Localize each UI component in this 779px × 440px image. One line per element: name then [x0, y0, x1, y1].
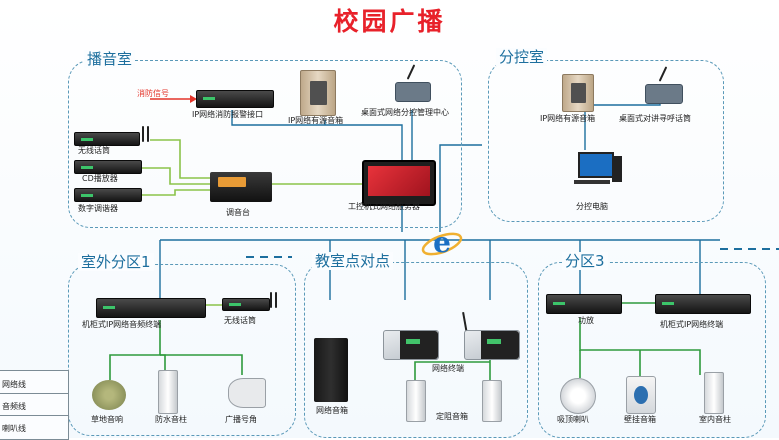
outdoor-terminal-label: 机柜式IP网络音频终端 — [82, 320, 162, 329]
network-terminal-label: 网络终端 — [432, 364, 464, 373]
waterproof-column-device — [158, 370, 178, 414]
cd-player-device — [74, 160, 142, 174]
server-device — [362, 160, 436, 206]
horn-speaker-device — [228, 378, 266, 408]
desk-mic-device — [395, 82, 431, 102]
network-speaker-device — [314, 338, 348, 402]
mixer-label: 调音台 — [226, 208, 250, 217]
speaker-line — [160, 354, 243, 375]
ceiling-speaker-device — [560, 378, 596, 414]
zone-sub-control — [488, 60, 724, 222]
zone3-terminal-device — [655, 294, 751, 314]
tuner-device — [74, 188, 142, 202]
classroom-terminal-2 — [464, 330, 520, 360]
speaker-line — [109, 320, 161, 380]
page-title: 校园广播 — [333, 7, 446, 36]
audio-lines — [140, 139, 362, 306]
legend-item: 网络线 — [2, 380, 26, 389]
legend-item: 喇叭线 — [2, 424, 26, 433]
outdoor-terminal-device — [96, 298, 206, 318]
mixer-device — [210, 172, 272, 202]
fire-signal-arrowhead — [190, 95, 197, 103]
waterproof-column-label: 防水音柱 — [155, 415, 187, 424]
wall-speaker-label: 壁挂音箱 — [624, 415, 656, 424]
svg-text:e: e — [433, 226, 451, 259]
legend-item: 音频线 — [2, 402, 26, 411]
zone-outdoor — [68, 264, 296, 436]
zone3-terminal-label: 机柜式IP网络终端 — [660, 320, 724, 329]
zone-3-title: 分区3 — [562, 252, 608, 270]
sub-speaker-label: IP网络有源音箱 — [540, 114, 596, 123]
wireless-mic-1 — [142, 126, 144, 142]
audio-line — [150, 139, 210, 179]
lawn-speaker-label: 草地音响 — [91, 415, 123, 424]
zone-broadcast-room — [68, 60, 462, 228]
wireless-mic-receiver — [74, 132, 140, 146]
fire-interface-label: IP网络消防报警接口 — [192, 110, 264, 119]
amplifier-device — [546, 294, 622, 314]
sub-pc-device — [568, 152, 628, 188]
wireless-mic-label: 无线话筒 — [78, 146, 110, 155]
outdoor-wireless-mic-1 — [270, 292, 272, 308]
decor-dash-left — [246, 256, 292, 258]
active-speaker-device — [300, 70, 336, 116]
speaker-lines — [109, 302, 701, 380]
speaker-line — [414, 361, 490, 380]
outdoor-wireless-mic-2 — [275, 292, 277, 308]
fixed-impedance-label: 定阻音箱 — [436, 412, 468, 421]
fire-interface-device — [196, 90, 274, 108]
fire-signal-label: 消防信号 — [137, 89, 169, 98]
zone-sub-control-title: 分控室 — [496, 48, 548, 66]
decor-dash-right — [720, 248, 779, 250]
amplifier-label: 功放 — [578, 316, 594, 325]
desk-mic-label: 桌面式网络分控管理中心 — [361, 108, 449, 117]
sub-desk-mic-device — [645, 84, 683, 104]
horn-speaker-label: 广播号角 — [225, 415, 257, 424]
tuner-label: 数字调谐器 — [78, 204, 118, 213]
classroom-terminal-1 — [383, 330, 439, 360]
classroom-column-2 — [482, 380, 502, 422]
zone-classroom-title: 教室点对点 — [312, 252, 394, 270]
sub-pc-label: 分控电脑 — [576, 202, 608, 211]
server-label: 工控机式网络服务器 — [348, 202, 420, 211]
sub-speaker-device — [562, 74, 594, 112]
wall-speaker-device — [626, 376, 656, 414]
wireless-mic-2 — [147, 126, 149, 142]
network-speaker-label: 网络音箱 — [316, 406, 348, 415]
classroom-column-1 — [406, 380, 426, 422]
network-line — [231, 110, 403, 160]
ceiling-speaker-label: 吸顶喇叭 — [557, 415, 589, 424]
audio-line — [140, 189, 210, 196]
outdoor-wireless-mic-label: 无线话筒 — [224, 316, 256, 325]
audio-line — [140, 167, 210, 185]
sub-desk-mic-label: 桌面式对讲寻呼话筒 — [619, 114, 691, 123]
legend: 网络线 音频线 喇叭线 — [0, 370, 69, 440]
lawn-speaker-device — [92, 380, 126, 410]
cd-player-label: CD播放器 — [82, 174, 118, 183]
network-line — [439, 144, 482, 232]
network-hub-icon: e — [421, 226, 463, 259]
zone-outdoor-title: 室外分区1 — [78, 253, 154, 271]
indoor-column-device — [704, 372, 724, 414]
indoor-column-label: 室内音柱 — [699, 415, 731, 424]
active-speaker-label: IP网络有源音箱 — [288, 116, 344, 125]
outdoor-wireless-receiver — [222, 298, 270, 311]
zone-broadcast-room-title: 播音室 — [84, 50, 136, 68]
